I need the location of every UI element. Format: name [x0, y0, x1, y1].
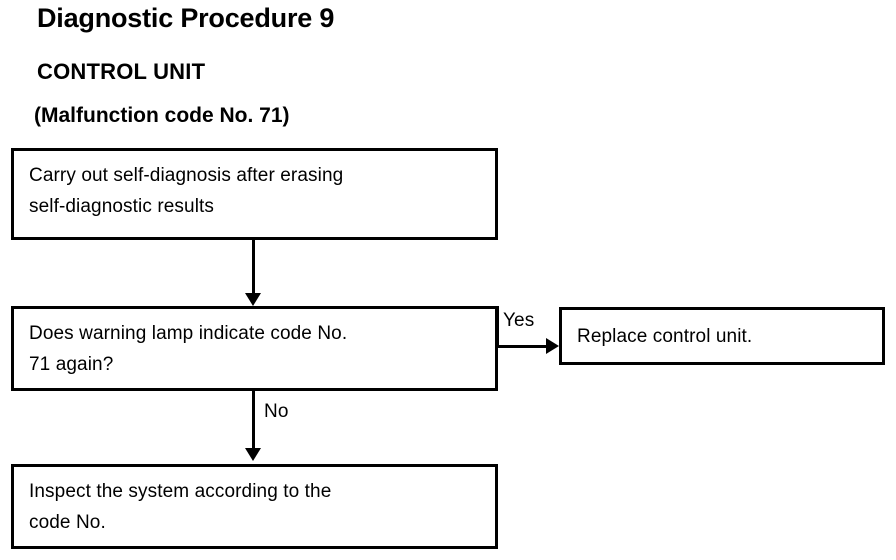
flow-node-replace-label: Replace control unit.: [577, 326, 753, 347]
arrowhead-down-icon: [245, 448, 261, 461]
section-subheading: (Malfunction code No. 71): [34, 104, 290, 127]
flow-node-inspect-label: Inspect the system according to the code…: [29, 481, 332, 533]
flow-node-replace: Replace control unit.: [559, 307, 885, 365]
connector-yes-horizontal: [496, 345, 550, 348]
connector-no-vertical: [252, 391, 255, 449]
connector-start-to-question: [252, 240, 255, 294]
section-heading: CONTROL UNIT: [37, 59, 206, 84]
flow-node-start-label: Carry out self-diagnosis after erasing s…: [29, 165, 344, 217]
flow-node-inspect: Inspect the system according to the code…: [11, 464, 498, 549]
flow-node-question-label: Does warning lamp indicate code No. 71 a…: [29, 323, 348, 375]
edge-label-no: No: [264, 401, 289, 422]
connector-yes-vertical: [496, 306, 499, 348]
page-title: Diagnostic Procedure 9: [37, 3, 335, 33]
flow-node-question: Does warning lamp indicate code No. 71 a…: [11, 306, 498, 391]
edge-label-yes: Yes: [503, 310, 535, 331]
arrowhead-right-icon: [546, 338, 559, 354]
flow-node-start: Carry out self-diagnosis after erasing s…: [11, 148, 498, 240]
arrowhead-down-icon: [245, 293, 261, 306]
